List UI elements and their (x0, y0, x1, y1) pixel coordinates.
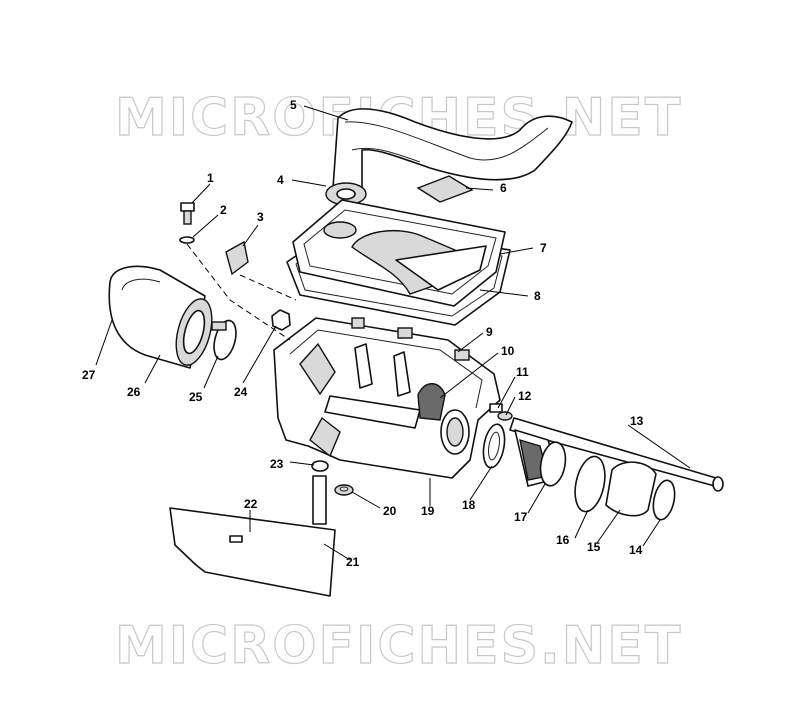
callout-7: 7 (540, 241, 547, 255)
callout-23: 23 (270, 457, 284, 471)
callout-4: 4 (277, 173, 284, 187)
part-17-outlet-duct (514, 429, 567, 487)
part-18-gasket (482, 423, 506, 469)
part-7-airbox-cover (292, 199, 506, 307)
part-23-clamp (311, 460, 329, 472)
part-19-airbox-base (273, 317, 501, 479)
watermark-bottom: MICROFICHES.NET (115, 616, 682, 676)
part-drain-tube (312, 475, 327, 525)
part-22-heat-shield (169, 507, 336, 597)
callout-16: 16 (556, 533, 570, 547)
callout-22: 22 (244, 497, 258, 511)
callout-5: 5 (290, 98, 297, 112)
callout-11: 11 (516, 365, 529, 379)
part-1-bolt (180, 202, 195, 225)
callout-21: 21 (346, 555, 360, 569)
callout-26: 26 (127, 385, 141, 399)
callout-24: 24 (234, 385, 248, 399)
callout-13: 13 (630, 414, 644, 428)
callout-8: 8 (534, 289, 541, 303)
part-3-foam-block (225, 240, 249, 276)
part-12-washer (497, 411, 513, 421)
callout-1: 1 (207, 171, 214, 185)
part-15-boot (605, 461, 657, 517)
part-26-27-air-filter (108, 265, 213, 369)
callout-15: 15 (587, 540, 601, 554)
part-10-internal-baffle (417, 383, 446, 421)
part-2-washer (179, 236, 195, 244)
part-13-breather-tube (509, 417, 724, 492)
callout-20: 20 (383, 504, 397, 518)
callout-labels: 1 2 3 4 5 6 7 8 9 10 11 12 13 14 15 16 1… (82, 98, 644, 569)
callout-17: 17 (514, 510, 528, 524)
callout-18: 18 (462, 498, 476, 512)
callout-9: 9 (486, 325, 493, 339)
part-20-rubber-grommet (334, 484, 354, 496)
part-14-hose-clamp (652, 479, 676, 521)
callout-25: 25 (189, 390, 203, 404)
callout-2: 2 (220, 203, 227, 217)
part-25-clamp-screw (211, 321, 227, 331)
part-11-screw (489, 403, 503, 413)
part-16-clamp-ring (574, 455, 606, 513)
callout-3: 3 (257, 210, 264, 224)
callout-27: 27 (82, 368, 96, 382)
callout-12: 12 (518, 389, 532, 403)
leader-lines (95, 105, 691, 561)
callout-14: 14 (629, 543, 643, 557)
part-6-label-pad (416, 175, 474, 203)
callout-10: 10 (501, 344, 515, 358)
part-24-nut (271, 309, 291, 331)
callout-6: 6 (500, 181, 507, 195)
callout-19: 19 (421, 504, 435, 518)
